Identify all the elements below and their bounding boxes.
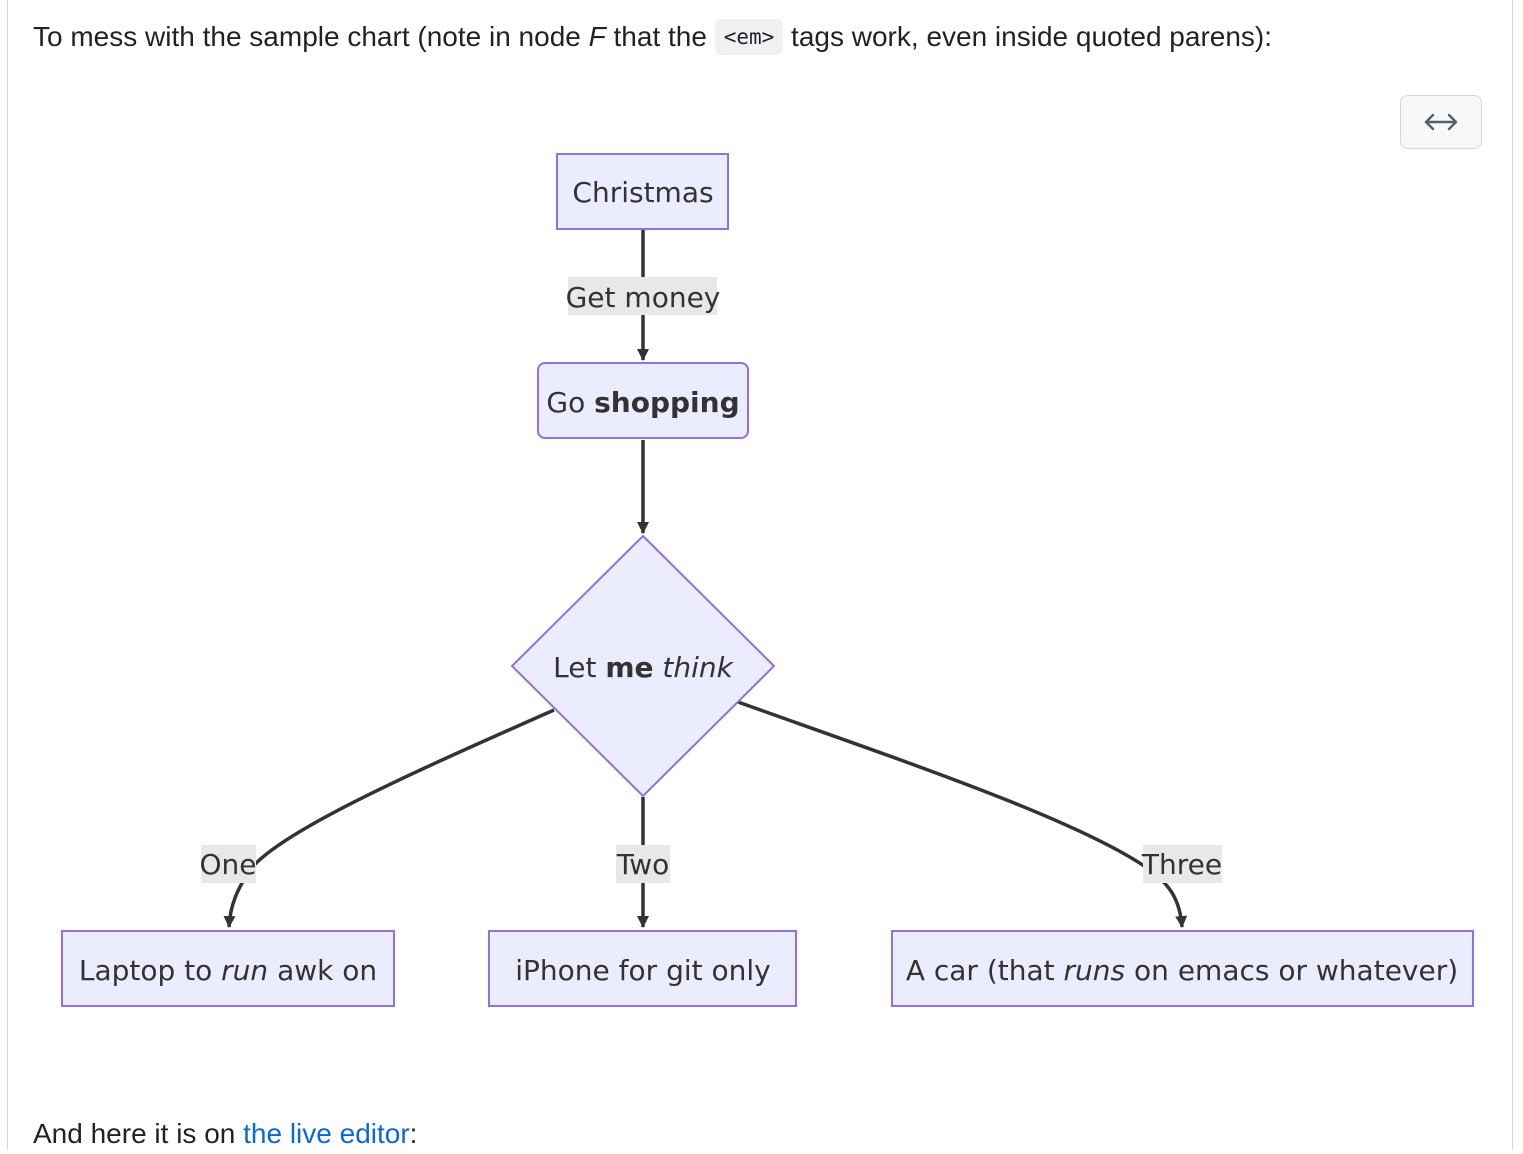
edge-label-get-money-text: Get money: [566, 281, 721, 314]
edge-think-laptop: [223, 708, 555, 928]
node-go-shopping-label: Go shopping: [546, 386, 739, 419]
node-laptop: Laptop to run awk on: [61, 930, 395, 1007]
edge-label-get-money: Get money: [566, 277, 721, 315]
edge-label-two-text: Two: [616, 848, 670, 881]
edge-label-one-text: One: [199, 848, 256, 881]
node-laptop-label: Laptop to run awk on: [79, 954, 377, 987]
intro-node-f: F: [588, 21, 606, 52]
node-iphone-label: iPhone for git only: [515, 954, 770, 987]
outro-paragraph: And here it is on the live editor:: [33, 1114, 417, 1154]
node-let-me-think: Let me think: [510, 534, 776, 798]
outro-colon: :: [409, 1118, 418, 1149]
left-right-arrow-icon: [1424, 113, 1458, 131]
intro-text: To mess with the sample chart (note in n…: [33, 21, 589, 52]
node-iphone: iPhone for git only: [488, 930, 797, 1007]
node-let-me-think-label: Let me think: [553, 651, 735, 684]
edge-think-car: [737, 700, 1188, 928]
intro-text-end: tags work, even inside quoted parens):: [783, 21, 1273, 52]
node-go-shopping: Go shopping: [537, 362, 749, 439]
content-right-border: [1512, 0, 1513, 1150]
intro-text-mid: that the: [605, 21, 715, 52]
edge-label-one: One: [199, 845, 257, 883]
edge-label-two: Two: [616, 845, 670, 883]
node-car-label: A car (that runs on emacs or whatever): [906, 954, 1458, 987]
inline-code-em: <em>: [714, 19, 784, 55]
content-left-border: [7, 0, 8, 1150]
node-christmas-label: Christmas: [572, 176, 713, 209]
expand-diagram-button[interactable]: [1400, 95, 1482, 149]
edge-label-three-text: Three: [1141, 848, 1222, 881]
live-editor-link[interactable]: the live editor: [243, 1118, 410, 1149]
outro-text: And here it is on: [33, 1118, 244, 1149]
intro-paragraph: To mess with the sample chart (note in n…: [33, 17, 1272, 57]
flowchart: Get money One Two Three Christmas Go sho…: [61, 153, 1474, 1007]
edge-label-three: Three: [1141, 845, 1222, 883]
node-christmas: Christmas: [556, 153, 729, 230]
node-car: A car (that runs on emacs or whatever): [891, 930, 1474, 1007]
